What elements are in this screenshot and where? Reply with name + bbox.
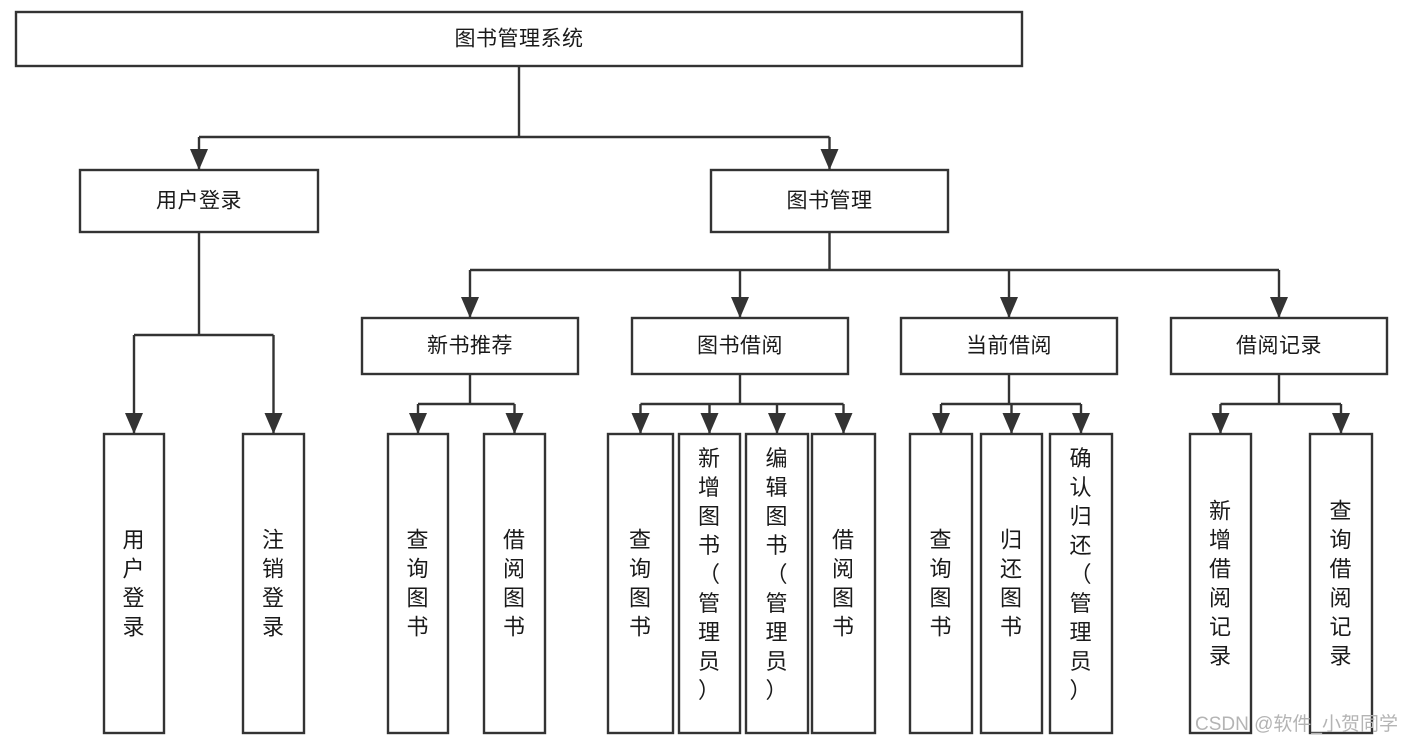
arrow-borrow-record-0 <box>1211 413 1230 434</box>
node-label-leaf-borrow-book-1: 借阅图书 <box>503 528 526 640</box>
node-box-leaf-query-record[interactable] <box>1308 432 1374 735</box>
arrow-book-manage-3 <box>1270 297 1288 318</box>
node-label-leaf-return-book: 归还图书 <box>1000 528 1023 640</box>
node-label-leaf-query-record: 查询借阅记录 <box>1329 499 1352 669</box>
arrow-book-manage-2 <box>1000 297 1018 318</box>
arrow-root-1 <box>820 149 839 170</box>
node-leaf-user-login[interactable]: 用户登录 <box>102 432 166 735</box>
node-leaf-borrow-book-2[interactable]: 借阅图书 <box>810 432 877 735</box>
arrow-new-book-recommend-1 <box>505 413 524 434</box>
node-label-book-manage: 图书管理 <box>787 190 873 213</box>
node-box-leaf-borrow-book-2[interactable] <box>810 432 877 735</box>
arrow-book-borrow-0 <box>631 413 650 434</box>
node-box-new-book-recommend[interactable] <box>360 316 580 376</box>
arrow-new-book-recommend-0 <box>409 413 427 434</box>
node-label-leaf-borrow-book-2: 借阅图书 <box>832 528 855 640</box>
node-box-user-login[interactable] <box>78 168 320 234</box>
node-label-user-login: 用户登录 <box>156 190 242 213</box>
node-box-leaf-add-record[interactable] <box>1188 432 1253 735</box>
node-new-book-recommend[interactable]: 新书推荐 <box>360 316 580 376</box>
arrow-book-borrow-2 <box>768 413 786 434</box>
node-label-book-borrow: 图书借阅 <box>697 335 783 358</box>
arrow-book-borrow-1 <box>700 413 719 434</box>
csdn-watermark: CSDN @软件_小贺同学 <box>1195 713 1398 735</box>
node-box-book-borrow[interactable] <box>630 316 850 376</box>
node-box-leaf-query-book-2[interactable] <box>606 432 675 735</box>
arrow-user-login-0 <box>125 413 143 434</box>
arrow-borrow-record-1 <box>1332 413 1350 434</box>
node-leaf-confirm-return[interactable]: 确认归还（管理员） <box>1048 432 1114 735</box>
node-label-borrow-record: 借阅记录 <box>1236 335 1322 358</box>
node-label-root: 图书管理系统 <box>455 28 584 51</box>
arrow-current-borrow-2 <box>1072 413 1090 434</box>
node-borrow-record[interactable]: 借阅记录 <box>1169 316 1389 376</box>
node-leaf-query-record[interactable]: 查询借阅记录 <box>1308 432 1374 735</box>
node-box-leaf-edit-book[interactable] <box>744 432 810 735</box>
node-box-leaf-add-book[interactable] <box>677 432 742 735</box>
node-current-borrow[interactable]: 当前借阅 <box>899 316 1119 376</box>
node-user-login[interactable]: 用户登录 <box>78 168 320 234</box>
node-leaf-add-book[interactable]: 新增图书（管理员） <box>677 432 742 735</box>
node-box-root[interactable] <box>14 10 1024 68</box>
node-leaf-query-book-2[interactable]: 查询图书 <box>606 432 675 735</box>
node-label-current-borrow: 当前借阅 <box>966 335 1052 358</box>
node-leaf-query-book-3[interactable]: 查询图书 <box>908 432 974 735</box>
node-box-leaf-return-book[interactable] <box>979 432 1044 735</box>
node-leaf-borrow-book-1[interactable]: 借阅图书 <box>482 432 547 735</box>
node-box-leaf-query-book-1[interactable] <box>386 432 450 735</box>
node-label-leaf-user-login: 用户登录 <box>122 528 145 640</box>
node-book-manage[interactable]: 图书管理 <box>709 168 950 234</box>
node-leaf-add-record[interactable]: 新增借阅记录 <box>1188 432 1253 735</box>
node-box-leaf-query-book-3[interactable] <box>908 432 974 735</box>
arrow-current-borrow-1 <box>1002 413 1021 434</box>
nodes-layer: 图书管理系统用户登录图书管理新书推荐图书借阅当前借阅借阅记录用户登录注销登录查询… <box>14 10 1389 735</box>
connectors-layer <box>125 66 1350 434</box>
node-label-leaf-confirm-return: 确认归还（管理员） <box>1069 446 1092 703</box>
node-label-leaf-logout: 注销登录 <box>262 528 285 640</box>
node-leaf-return-book[interactable]: 归还图书 <box>979 432 1044 735</box>
arrow-user-login-1 <box>264 413 283 434</box>
node-box-book-manage[interactable] <box>709 168 950 234</box>
node-box-borrow-record[interactable] <box>1169 316 1389 376</box>
arrow-current-borrow-0 <box>932 413 950 434</box>
node-leaf-query-book-1[interactable]: 查询图书 <box>386 432 450 735</box>
node-label-new-book-recommend: 新书推荐 <box>427 335 513 358</box>
node-box-leaf-borrow-book-1[interactable] <box>482 432 547 735</box>
node-label-leaf-query-book-2: 查询图书 <box>629 528 652 640</box>
arrow-root-0 <box>190 149 208 170</box>
node-box-leaf-logout[interactable] <box>241 432 306 735</box>
arrow-book-manage-1 <box>731 297 749 318</box>
node-book-borrow[interactable]: 图书借阅 <box>630 316 850 376</box>
node-leaf-logout[interactable]: 注销登录 <box>241 432 306 735</box>
node-box-current-borrow[interactable] <box>899 316 1119 376</box>
node-root[interactable]: 图书管理系统 <box>14 10 1024 68</box>
node-box-leaf-confirm-return[interactable] <box>1048 432 1114 735</box>
node-label-leaf-edit-book: 编辑图书（管理员） <box>765 446 788 703</box>
node-box-leaf-user-login[interactable] <box>102 432 166 735</box>
node-label-leaf-add-book: 新增图书（管理员） <box>698 446 721 703</box>
node-label-leaf-add-record: 新增借阅记录 <box>1209 499 1232 669</box>
arrow-book-borrow-3 <box>834 413 853 434</box>
node-label-leaf-query-book-3: 查询图书 <box>929 528 952 640</box>
node-leaf-edit-book[interactable]: 编辑图书（管理员） <box>744 432 810 735</box>
node-label-leaf-query-book-1: 查询图书 <box>406 528 429 640</box>
arrow-book-manage-0 <box>461 297 479 318</box>
